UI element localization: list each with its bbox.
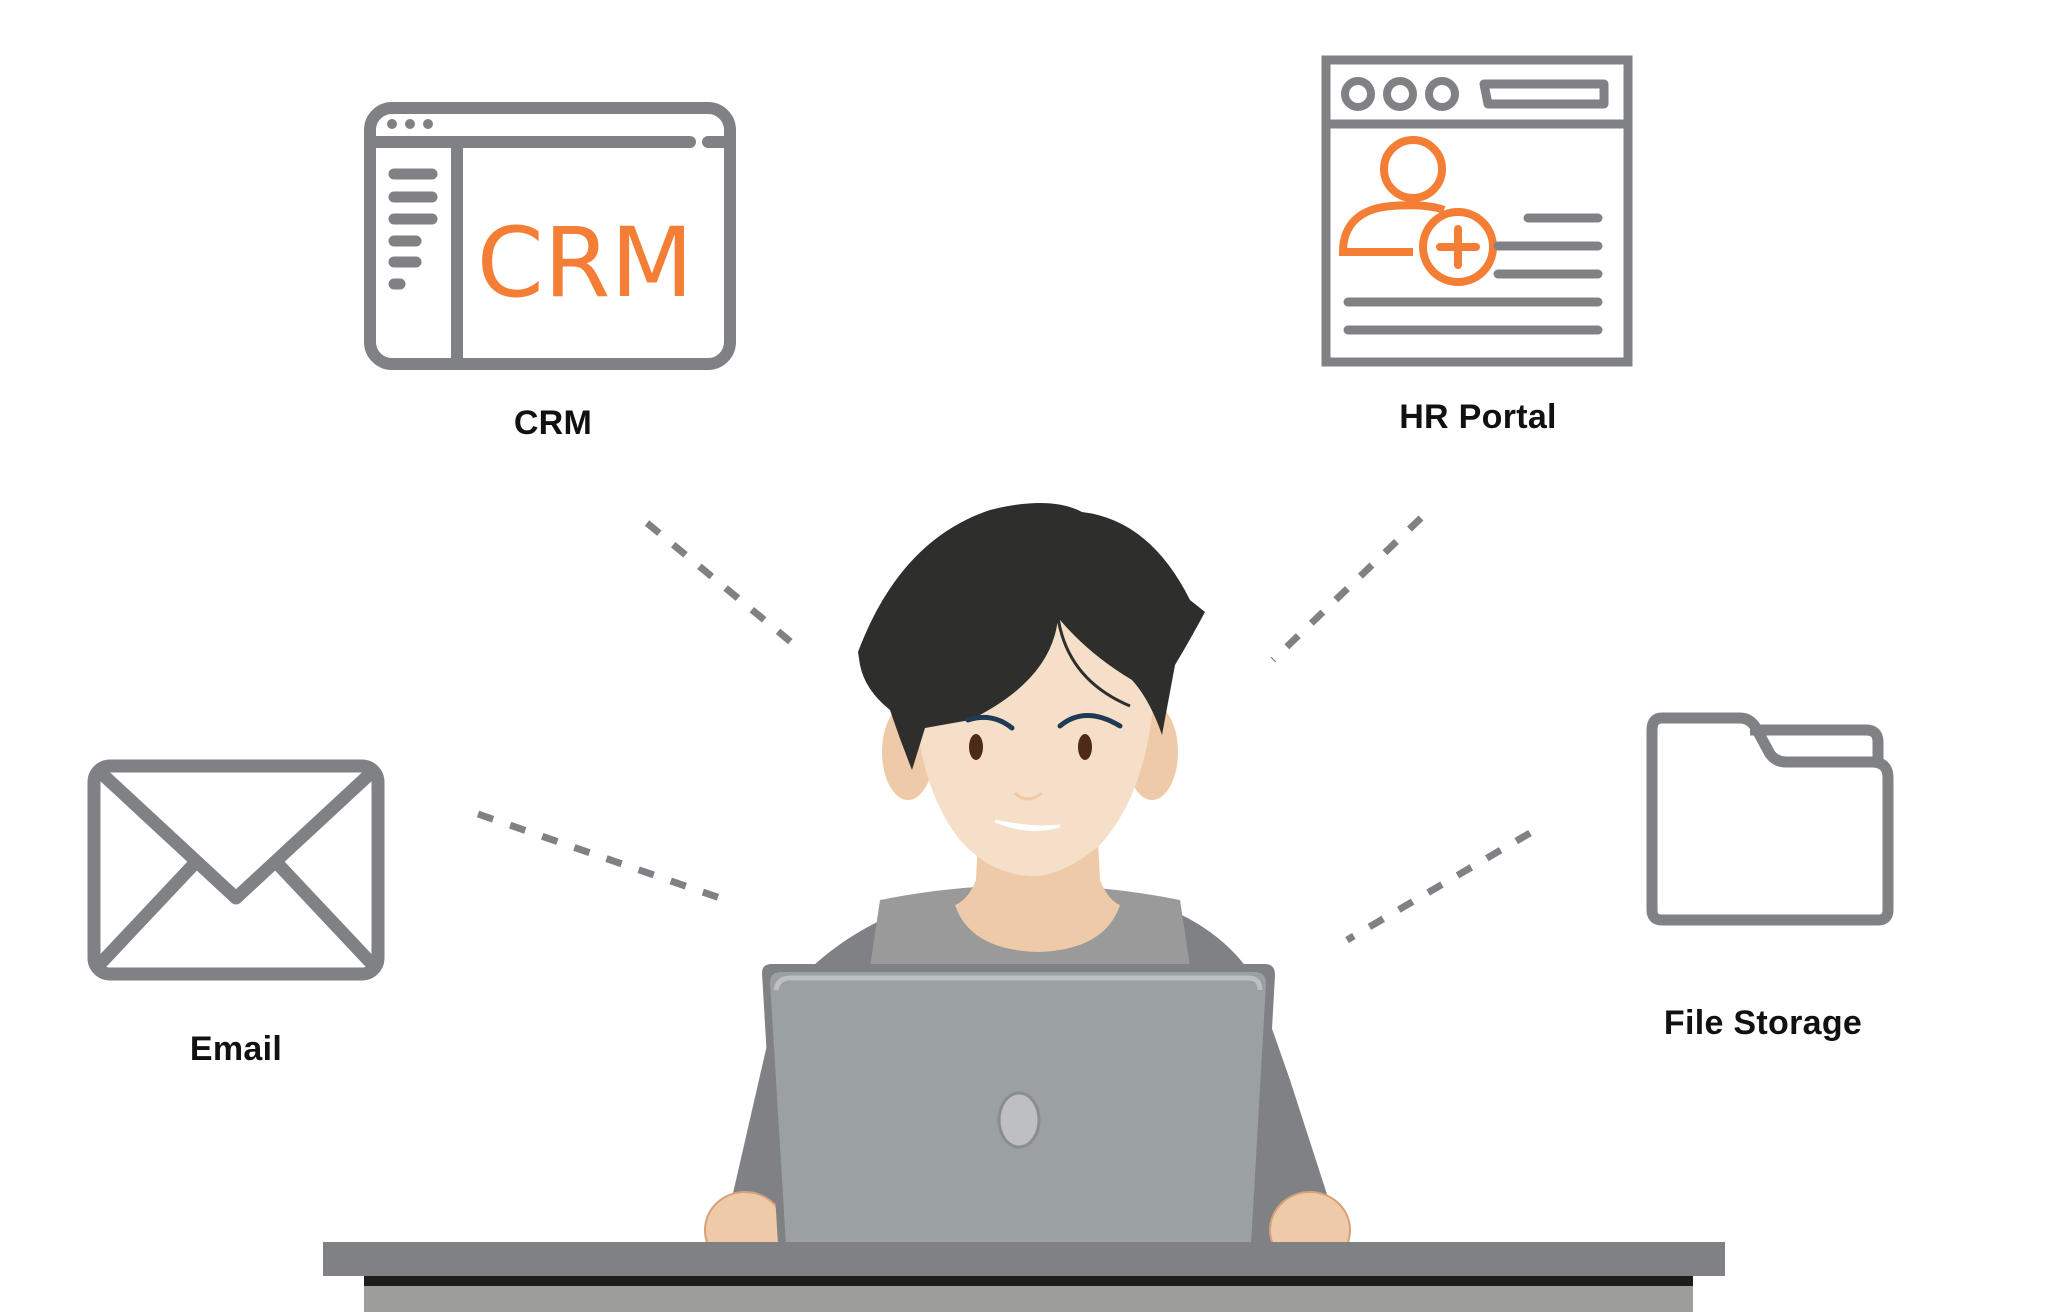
hr-portal-label: HR Portal <box>1399 398 1557 436</box>
hair <box>858 502 1205 770</box>
hr-portal-add-user-icon <box>1321 55 1633 367</box>
file-storage-node <box>1640 708 1900 928</box>
email-node <box>86 758 386 982</box>
desk-top <box>323 1242 1725 1276</box>
hr-portal-node <box>1318 52 1658 372</box>
left-eye <box>969 734 983 760</box>
envelope-icon <box>87 759 385 981</box>
desk-edge <box>364 1276 1693 1286</box>
right-eye <box>1078 734 1092 760</box>
email-label: Email <box>189 1030 283 1068</box>
laptop-logo <box>997 1091 1041 1149</box>
folder-icon <box>1646 712 1894 926</box>
crm-label: CRM <box>513 404 593 442</box>
connector-files <box>1345 829 1532 944</box>
connector-email <box>476 810 722 902</box>
crm-icon-text: CRM <box>477 207 694 319</box>
crm-window-icon: CRM <box>364 102 736 370</box>
desk-front <box>364 1286 1693 1312</box>
smile <box>994 819 1061 831</box>
connector-hr <box>1270 515 1424 663</box>
neck <box>955 840 1120 952</box>
file-storage-label: File Storage <box>1663 1004 1863 1042</box>
crm-node: CRM <box>360 98 750 378</box>
